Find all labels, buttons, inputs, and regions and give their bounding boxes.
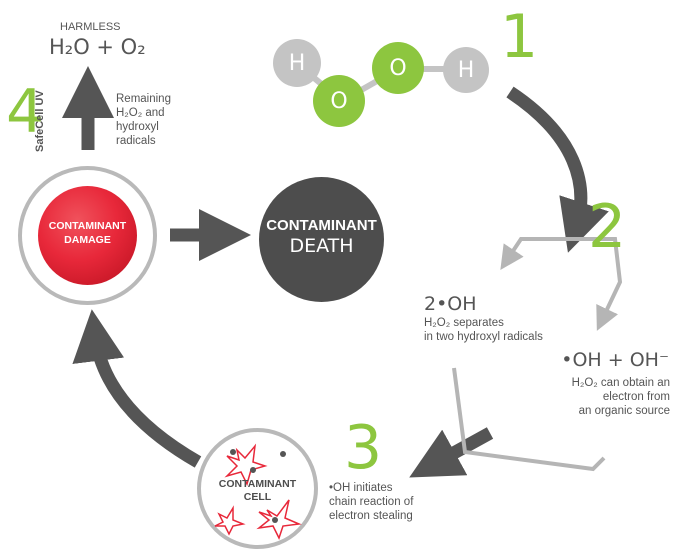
step-number-3: 3 — [344, 413, 383, 483]
cell-dot — [250, 467, 256, 473]
cell-star — [214, 505, 246, 536]
step2-right-desc-2: electron from — [602, 391, 670, 403]
step4-desc-3: hydroxyl — [116, 121, 159, 133]
cell-line-2: CELL — [243, 491, 272, 503]
step4-desc-2: H₂O₂ and — [116, 107, 165, 119]
step2-right-desc-3: an organic source — [578, 405, 670, 417]
atom-oxygen-upper: O — [372, 42, 424, 94]
arrow-cell-to-damage — [72, 309, 202, 468]
cell-star — [256, 499, 302, 540]
step3-desc-2: chain reaction of — [329, 496, 414, 508]
cell-star — [224, 443, 268, 487]
arrow-step1-to-step2 — [506, 86, 609, 253]
atom-hydrogen-left: H — [273, 39, 321, 87]
step2-left-title: 2•OH — [424, 293, 477, 315]
step-number-2: 2 — [588, 192, 627, 262]
cell-dot — [230, 449, 236, 455]
atom-oxygen-lower: O — [313, 75, 365, 127]
cell-dot — [272, 517, 278, 523]
contaminant-death-circle — [259, 177, 384, 302]
step4-desc-1: Remaining — [116, 93, 171, 105]
damage-line-1: CONTAMINANT — [48, 220, 127, 232]
cell-dot — [280, 451, 286, 457]
harmless-label: HARMLESS — [60, 21, 121, 33]
contaminant-damage-circle — [38, 186, 137, 285]
death-line-2: DEATH — [289, 235, 354, 257]
damage-line-2: DAMAGE — [64, 234, 111, 246]
safecell-uv-label: SafeCell UV — [34, 90, 46, 152]
step3-desc-1: •OH initiates — [329, 482, 393, 494]
bracket-bottom — [452, 367, 606, 472]
step-number-1: 1 — [500, 2, 539, 72]
step2-right-desc-1: H₂O₂ can obtain an — [571, 377, 670, 389]
contaminant-death-text: CONTAMINANT DEATH — [259, 216, 384, 257]
step-number-4: 4 — [6, 77, 45, 147]
split-arrow-right — [572, 237, 623, 331]
step2-left-desc-1: H₂O₂ separates — [424, 317, 504, 329]
step2-right-title: •OH + OH⁻ — [561, 349, 669, 371]
contaminant-cell-graphic — [214, 443, 302, 540]
safecell-uv-vertical-label-wrap — [12, 10, 32, 100]
split-arrow-left — [500, 237, 572, 270]
atom-label: O — [330, 88, 348, 114]
atom-label: O — [389, 55, 407, 81]
step4-desc-4: radicals — [116, 135, 156, 147]
harmless-formula: H₂O + O₂ — [49, 35, 146, 59]
atom-label: H — [457, 57, 475, 83]
cell-line-1: CONTAMINANT — [218, 478, 297, 490]
atom-hydrogen-right: H — [443, 47, 489, 93]
contaminant-damage-text: CONTAMINANT DAMAGE — [38, 219, 137, 247]
step3-desc-3: electron stealing — [329, 510, 413, 522]
death-line-1: CONTAMINANT — [266, 217, 377, 234]
contaminant-cell-text: CONTAMINANT CELL — [197, 478, 318, 504]
step2-left-desc-2: in two hydroxyl radicals — [424, 331, 543, 343]
atom-label: H — [288, 50, 306, 76]
arrow-step2-to-step3 — [409, 427, 494, 478]
